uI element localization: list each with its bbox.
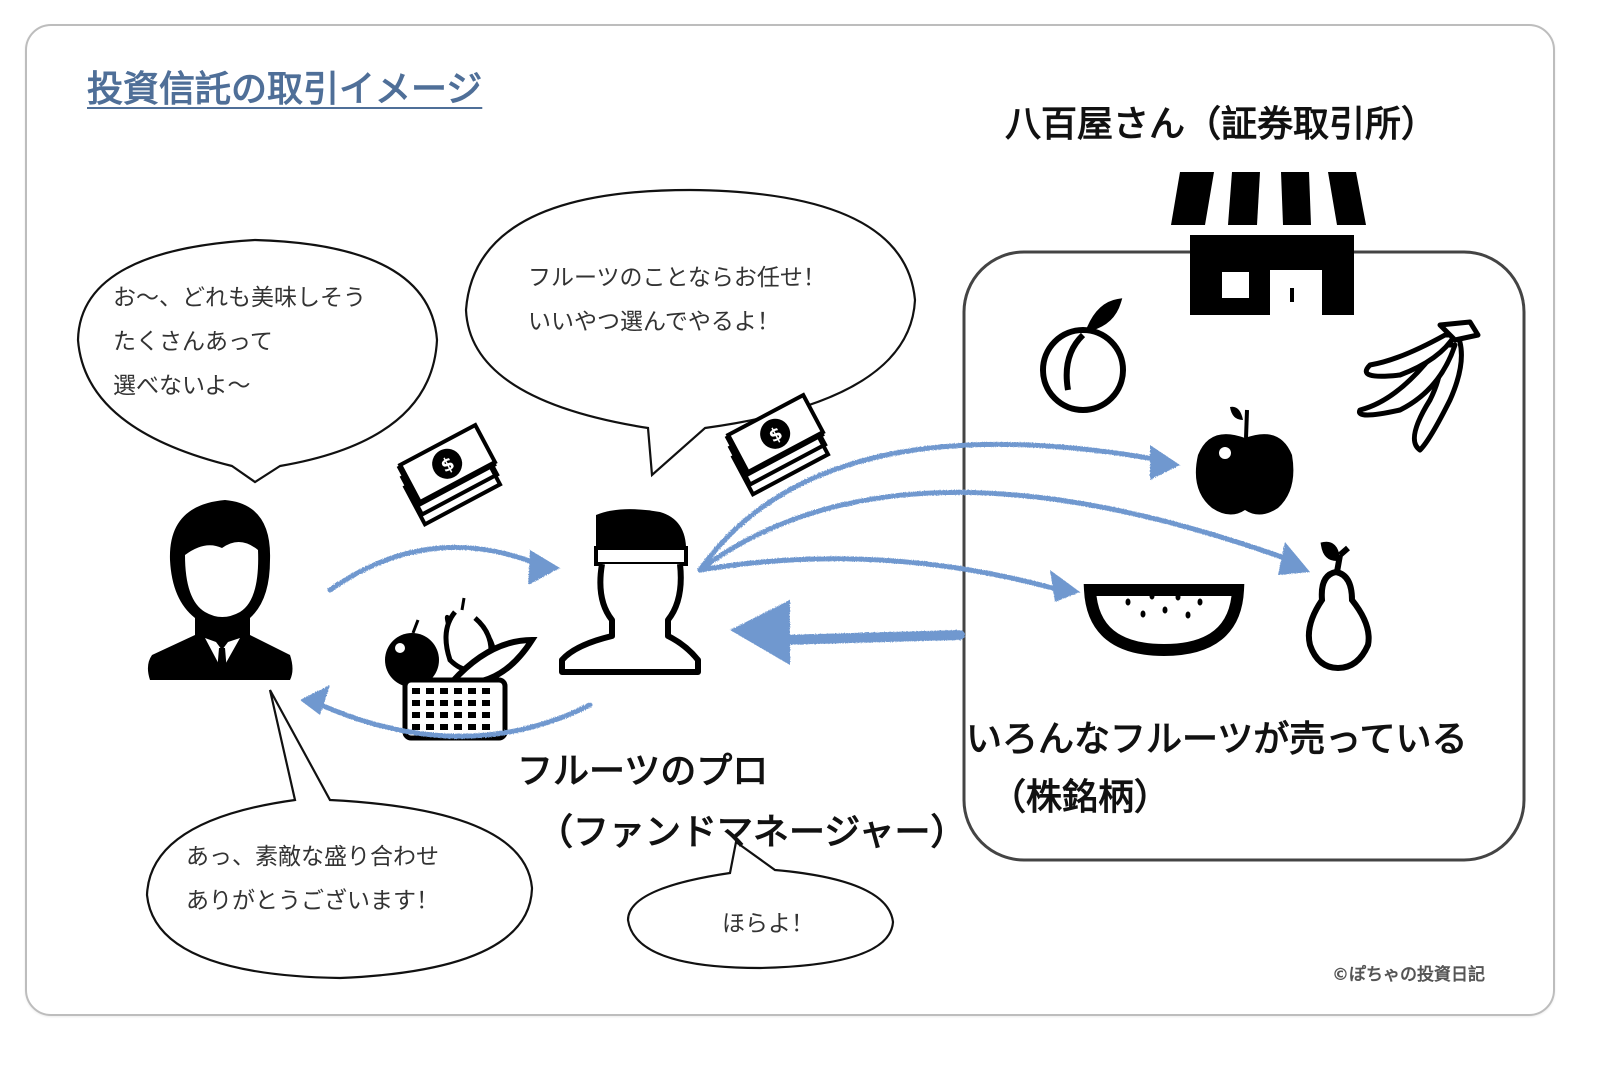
fruit-basket-icon xyxy=(385,597,538,741)
bubble-line: たくさんあって xyxy=(113,329,273,355)
investor-speech-bubble-bottom xyxy=(145,689,534,980)
arrow-head-icon xyxy=(1050,570,1080,602)
investor-bubble-top-text: お〜、どれも美味しそう たくさんあって 選べないよ〜 xyxy=(113,276,366,408)
bubble-line: ありがとうございます！ xyxy=(186,888,439,914)
peach-icon xyxy=(1040,298,1126,413)
fund-manager-label-sub: （ファンドマネージャー） xyxy=(537,812,967,853)
fund-manager-person-icon xyxy=(559,509,701,675)
bubble-line: フルーツのことならお任せ！ xyxy=(528,265,826,291)
arrow-manager-to-apple xyxy=(697,441,1163,573)
investor-speech-bubble-top xyxy=(76,238,439,484)
banana-icon xyxy=(1357,319,1481,453)
arrow-head-icon xyxy=(730,600,790,665)
market-caption-sub: （株銘柄） xyxy=(990,777,1171,818)
fund-manager-label: フルーツのプロ xyxy=(517,751,769,792)
watermelon-icon xyxy=(1083,584,1245,657)
diagram-title: 投資信託の取引イメージ xyxy=(87,69,483,110)
investor-bubble-bottom-text: あっ、素敵な盛り合わせ ありがとうございます！ xyxy=(186,835,439,923)
market-title: 八百屋さん（証券取引所） xyxy=(1005,104,1438,145)
money-stack-icon: $ xyxy=(396,422,503,527)
arrow-manager-to-watermelon xyxy=(697,556,1063,593)
manager-bubble-top-text: フルーツのことならお任せ！ いいやつ選んでやるよ！ xyxy=(528,256,826,344)
bubble-line: 選べないよ〜 xyxy=(113,373,251,399)
investor-person-icon xyxy=(147,500,293,680)
manager-bubble-bottom-text: ほらよ！ xyxy=(722,911,814,937)
arrow-head-icon xyxy=(1150,445,1180,480)
arrow-market-to-manager xyxy=(775,630,965,645)
arrow-head-icon xyxy=(1278,542,1310,575)
copyright-credit: ©ぽちゃの投資日記 xyxy=(1332,965,1485,985)
arrow-head-icon xyxy=(300,685,330,715)
money-stack-icon: $ xyxy=(724,392,831,497)
store-icon xyxy=(1171,172,1366,315)
pear-icon xyxy=(1305,541,1372,672)
arrow-heads xyxy=(300,445,1310,715)
bubble-line: お〜、どれも美味しそう xyxy=(113,285,366,311)
bubble-line: あっ、素敵な盛り合わせ xyxy=(186,844,439,870)
manager-speech-bubble-bottom xyxy=(626,840,895,970)
arrows xyxy=(307,441,1293,739)
bubble-line: いいやつ選んでやるよ！ xyxy=(528,309,780,335)
arrow-manager-to-pear xyxy=(697,490,1293,573)
arrow-head-icon xyxy=(528,550,560,585)
apple-icon xyxy=(1195,406,1294,515)
arrow-manager-to-investor xyxy=(307,697,593,739)
arrow-investor-to-manager xyxy=(327,544,543,593)
market-caption: いろんなフルーツが売っている xyxy=(966,719,1468,760)
